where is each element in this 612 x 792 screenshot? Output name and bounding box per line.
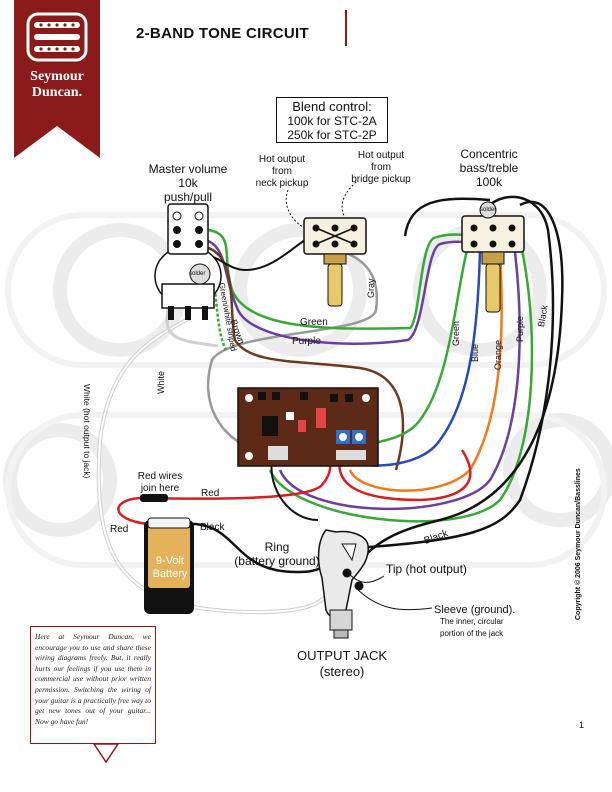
blend-line-1: 100k for STC-2A (287, 114, 377, 128)
title-divider (345, 10, 347, 46)
white-wire-to-board (165, 299, 219, 348)
green-jack-wire (268, 239, 534, 523)
green-wire (191, 227, 481, 330)
solder-label-concentric: solder (480, 207, 497, 213)
blend-title: Blend control: (292, 99, 372, 114)
sleeve-line-1: Sleeve (ground). (434, 604, 516, 616)
white-wire-label: White (156, 370, 166, 394)
concentric-line-2: bass/treble (459, 161, 519, 175)
purple-wire-label: Purple (292, 336, 321, 347)
tip-leader (347, 572, 385, 583)
black-wire-3 (344, 200, 564, 581)
purple-wire (191, 236, 483, 345)
copyright-text: Copyright © 2006 Seymour Duncan/Bassline… (575, 468, 582, 620)
bridge-leader-line (341, 181, 357, 217)
gray-wire-label: Gray (366, 278, 376, 298)
red-join-label: Red wires join here (130, 471, 190, 495)
preamp-board (237, 387, 379, 467)
orange-wire (348, 251, 503, 492)
hot-neck-label: Hot output from neck pickup (248, 154, 316, 190)
red-wire-label-1: Red (201, 488, 220, 499)
hot-neck-line-1: Hot output (258, 154, 306, 165)
ring-line-1: Ring (264, 540, 290, 554)
output-jack (317, 529, 369, 639)
concentric-label: Concentric bass/treble 100k (446, 147, 532, 189)
output-jack-line-1: OUTPUT JACK (296, 648, 388, 663)
usage-note: Here at Seymour Duncan, we encourage you… (30, 626, 156, 744)
master-volume-line-1: Master volume (148, 162, 228, 176)
purple-concentric-wire (278, 251, 521, 511)
hot-bridge-line-1: Hot output (357, 150, 405, 161)
hot-bridge-line-3: bridge pickup (351, 174, 411, 185)
red-wire-board (139, 455, 332, 500)
red-join-line-2: join here (140, 483, 180, 494)
master-volume-line-3: push/pull (163, 190, 213, 204)
tip-label: Tip (hot output) (386, 562, 467, 576)
concentric-line-1: Concentric (460, 147, 518, 161)
seymour-duncan-logo: Seymour Duncan. (14, 0, 100, 158)
red-join-line-1: Red wires (137, 471, 183, 482)
green-wire-label: Green (300, 317, 328, 328)
solder-label-volume: solder (189, 271, 206, 277)
sleeve-label: Sleeve (ground). The inner, circular por… (434, 604, 515, 640)
red-wire-label-2: Red (110, 524, 129, 535)
page-title: 2-BAND TONE CIRCUIT (136, 25, 309, 42)
ring-label: Ring (battery ground) (232, 540, 322, 568)
logo-line-2: Duncan. (32, 85, 82, 100)
orange-wire-label: Orange (493, 339, 503, 370)
sleeve-line-2: The inner, circular (440, 617, 504, 626)
white-wire-inner (97, 317, 327, 614)
concentric-line-3: 100k (475, 175, 503, 189)
white-hot-wire-label: White (hot output to jack) (82, 384, 92, 479)
black-blend-wire (209, 239, 306, 272)
red-wire-jack (338, 449, 472, 502)
concentric-pot (461, 201, 525, 313)
black-board-wire (270, 459, 319, 521)
note-callout-tail (92, 743, 120, 764)
sleeve-line-3: portion of the jack (440, 629, 504, 638)
hot-bridge-label: Hot output from bridge pickup (346, 150, 416, 186)
green-concentric-label: Green (451, 320, 461, 346)
battery-line-1: 9-Volt (155, 555, 185, 567)
red-wire-battery (117, 496, 149, 526)
battery (144, 517, 194, 614)
brown-wire (199, 244, 405, 471)
black-wire-label-3: Black (200, 522, 225, 533)
blue-wire-label: Blue (470, 343, 480, 362)
red-wire-join (140, 494, 168, 502)
sleeve-leader (357, 589, 433, 611)
master-volume-pot (154, 203, 222, 320)
output-jack-line-2: (stereo) (319, 664, 365, 679)
battery-label: 9-Volt Battery (146, 555, 194, 581)
output-jack-label: OUTPUT JACK (stereo) (286, 648, 398, 680)
blend-control-box: Blend control: 100k for STC-2A 250k for … (276, 97, 388, 143)
battery-line-2: Battery (152, 568, 188, 580)
master-volume-label: Master volume 10k push/pull (140, 162, 236, 204)
blend-pot (303, 217, 367, 307)
page-number: 1 (579, 720, 585, 730)
logo-line-1: Seymour (30, 69, 84, 84)
ring-line-2: (battery ground) (234, 554, 320, 568)
black-wire-2 (403, 197, 491, 237)
hot-bridge-line-2: from (371, 162, 391, 173)
hot-neck-line-3: neck pickup (255, 178, 309, 189)
purple-concentric-label: Purple (515, 315, 525, 342)
neck-leader-line (285, 189, 306, 229)
master-volume-line-2: 10k (178, 176, 198, 190)
blend-line-2: 250k for STC-2P (287, 128, 377, 142)
hot-neck-line-2: from (272, 166, 292, 177)
